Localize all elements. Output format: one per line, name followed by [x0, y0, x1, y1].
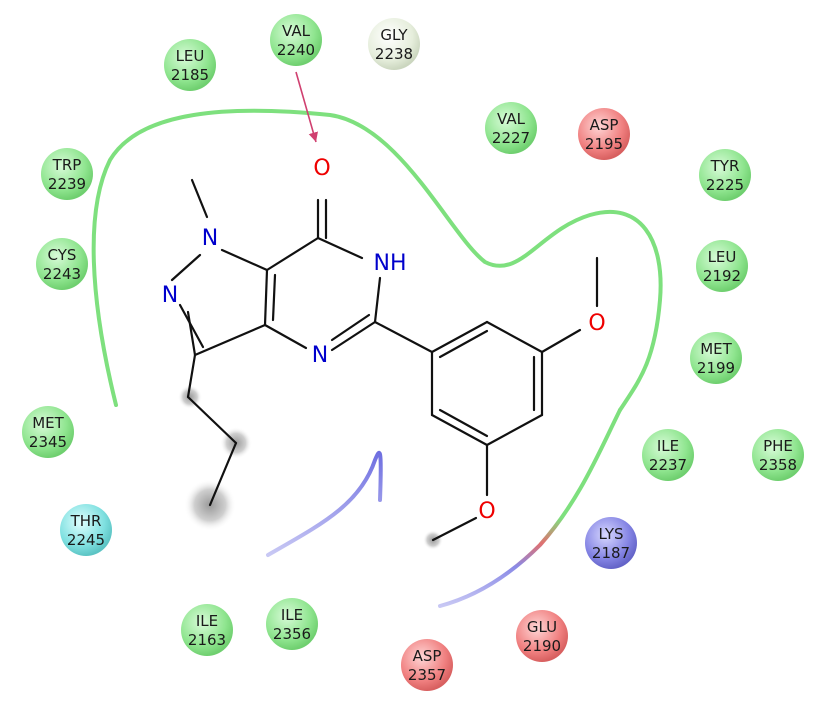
- pocket-outline-blue: [266, 450, 383, 557]
- residue-ile-2237: ILE 2237: [642, 429, 694, 481]
- pocket-outline-gradient: [438, 408, 622, 608]
- svg-text:GLU: GLU: [527, 618, 557, 636]
- svg-text:ILE: ILE: [657, 437, 679, 455]
- residue-trp-2239: TRP 2239: [41, 148, 93, 200]
- svg-text:VAL: VAL: [282, 22, 311, 40]
- svg-text:2239: 2239: [48, 175, 86, 193]
- ligand-bonds: [170, 178, 599, 542]
- residue-val-2227: VAL 2227: [485, 102, 537, 154]
- residue-phe-2358: PHE 2358: [752, 429, 804, 481]
- svg-text:2187: 2187: [592, 544, 630, 562]
- residue-met-2199: MET 2199: [690, 332, 742, 384]
- svg-text:2225: 2225: [706, 176, 744, 194]
- residue-val-2240: VAL 2240: [270, 14, 322, 66]
- residue-ile-2356: ILE 2356: [266, 598, 318, 650]
- svg-text:2243: 2243: [43, 265, 81, 283]
- svg-text:TRP: TRP: [52, 156, 82, 174]
- pocket-outline: [91, 108, 663, 412]
- svg-text:LEU: LEU: [708, 248, 737, 266]
- svg-text:2357: 2357: [408, 666, 446, 684]
- residue-lys-2187: LYS 2187: [585, 517, 637, 569]
- svg-text:ILE: ILE: [281, 606, 303, 624]
- residue-leu-2192: LEU 2192: [696, 240, 748, 292]
- svg-text:VAL: VAL: [497, 110, 526, 128]
- svg-text:2245: 2245: [67, 531, 105, 549]
- atom-n2: N: [162, 283, 178, 308]
- svg-text:2356: 2356: [273, 625, 311, 643]
- residue-leu-2185: LEU 2185: [164, 39, 216, 91]
- svg-text:LYS: LYS: [598, 525, 623, 543]
- svg-text:2163: 2163: [188, 631, 226, 649]
- residue-met-2345: MET 2345: [22, 406, 74, 458]
- svg-text:2195: 2195: [585, 135, 623, 153]
- svg-text:2192: 2192: [703, 267, 741, 285]
- svg-text:2237: 2237: [649, 456, 687, 474]
- svg-text:MET: MET: [700, 340, 732, 358]
- residue-ile-2163: ILE 2163: [181, 604, 233, 656]
- svg-text:2190: 2190: [523, 637, 561, 655]
- residue-asp-2357: ASP 2357: [401, 639, 453, 691]
- residue-tyr-2225: TYR 2225: [699, 149, 751, 201]
- svg-text:2240: 2240: [277, 41, 315, 59]
- residue-asp-2195: ASP 2195: [578, 108, 630, 160]
- svg-text:2185: 2185: [171, 66, 209, 84]
- svg-text:2227: 2227: [492, 129, 530, 147]
- svg-text:ASP: ASP: [413, 647, 442, 665]
- atom-o-methoxy1: O: [588, 311, 605, 336]
- svg-text:MET: MET: [32, 414, 64, 432]
- svg-text:ILE: ILE: [196, 612, 218, 630]
- svg-text:TYR: TYR: [710, 157, 740, 175]
- svg-text:PHE: PHE: [763, 437, 793, 455]
- hbond-arrow: [295, 71, 318, 143]
- solvent-exposure-shadow: [178, 385, 202, 409]
- atom-nh: NH: [374, 251, 407, 276]
- svg-text:THR: THR: [70, 512, 102, 530]
- svg-text:2199: 2199: [697, 359, 735, 377]
- residue-glu-2190: GLU 2190: [516, 610, 568, 662]
- residue-cys-2243: CYS 2243: [36, 238, 88, 290]
- svg-text:2358: 2358: [759, 456, 797, 474]
- svg-text:CYS: CYS: [48, 246, 77, 264]
- svg-text:GLY: GLY: [380, 26, 408, 44]
- atom-o-carbonyl: O: [313, 156, 330, 181]
- atom-n1: N: [202, 226, 218, 251]
- svg-text:2345: 2345: [29, 433, 67, 451]
- atom-o-methoxy2: O: [478, 499, 495, 524]
- residue-thr-2245: THR 2245: [60, 504, 112, 556]
- svg-text:ASP: ASP: [590, 116, 619, 134]
- svg-text:2238: 2238: [375, 45, 413, 63]
- atom-n3: N: [312, 343, 328, 368]
- svg-text:LEU: LEU: [176, 47, 205, 65]
- residue-gly-2238: GLY 2238: [368, 18, 420, 70]
